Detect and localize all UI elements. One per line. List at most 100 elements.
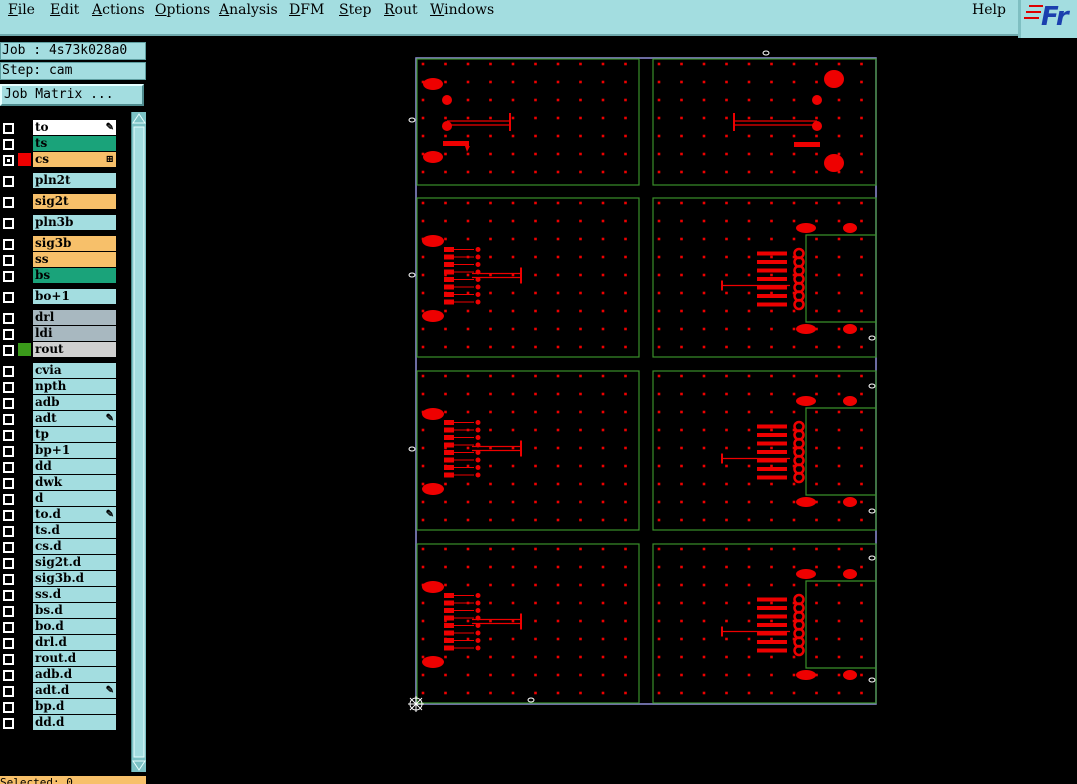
menu-step[interactable]: Step [339, 2, 371, 18]
layer-name[interactable]: dwk [33, 475, 116, 490]
layer-checkbox[interactable] [3, 414, 14, 425]
layer-name[interactable]: adt.d✎ [33, 683, 116, 698]
layer-name[interactable]: pln2t [33, 173, 116, 188]
layer-color-swatch[interactable] [18, 572, 31, 585]
layer-name[interactable]: drl [33, 310, 116, 325]
layer-name[interactable]: tp [33, 427, 116, 442]
layer-row-sig2t[interactable]: sig2t [0, 194, 117, 209]
layer-name[interactable]: bo+1 [33, 289, 116, 304]
layer-color-swatch[interactable] [18, 290, 31, 303]
layer-name[interactable]: rout.d [33, 651, 116, 666]
layer-color-swatch[interactable] [18, 269, 31, 282]
layer-name[interactable]: sig2t.d [33, 555, 116, 570]
layer-name[interactable]: pln3b [33, 215, 116, 230]
layer-name[interactable]: drl.d [33, 635, 116, 650]
layer-row-sig3b.d[interactable]: sig3b.d [0, 571, 117, 586]
layer-row-ss[interactable]: ss [0, 252, 117, 267]
layer-row-cvia[interactable]: cvia [0, 363, 117, 378]
layer-row-bs[interactable]: bs [0, 268, 117, 283]
layer-checkbox[interactable] [3, 255, 14, 266]
layer-color-swatch[interactable] [18, 380, 31, 393]
layer-name[interactable]: dd.d [33, 715, 116, 730]
layer-checkbox[interactable] [3, 176, 14, 187]
layer-name[interactable]: ldi [33, 326, 116, 341]
layer-name[interactable]: cvia [33, 363, 116, 378]
layer-color-swatch[interactable] [18, 556, 31, 569]
layer-row-dd.d[interactable]: dd.d [0, 715, 117, 730]
layer-name[interactable]: sig3b.d [33, 571, 116, 586]
layer-name[interactable]: adb [33, 395, 116, 410]
layer-color-swatch[interactable] [18, 343, 31, 356]
layer-checkbox[interactable] [3, 446, 14, 457]
graphic-canvas[interactable] [0, 0, 1077, 744]
layer-row-adb.d[interactable]: adb.d [0, 667, 117, 682]
job-matrix-button[interactable]: Job Matrix ... [0, 84, 144, 106]
layer-color-swatch[interactable] [18, 412, 31, 425]
layer-row-ss.d[interactable]: ss.d [0, 587, 117, 602]
layer-color-swatch[interactable] [18, 253, 31, 266]
layer-checkbox[interactable] [3, 271, 14, 282]
layer-checkbox[interactable] [3, 345, 14, 356]
layer-checkbox[interactable] [3, 398, 14, 409]
layer-name[interactable]: bp.d [33, 699, 116, 714]
menu-windows[interactable]: Windows [430, 2, 494, 18]
layer-row-tp[interactable]: tp [0, 427, 117, 442]
layer-color-swatch[interactable] [18, 153, 31, 166]
layer-color-swatch[interactable] [18, 327, 31, 340]
layer-checkbox[interactable] [3, 218, 14, 229]
layer-color-swatch[interactable] [18, 540, 31, 553]
layer-checkbox[interactable] [3, 686, 14, 697]
layer-row-bs.d[interactable]: bs.d [0, 603, 117, 618]
layer-color-swatch[interactable] [18, 428, 31, 441]
layer-name[interactable]: dd [33, 459, 116, 474]
layer-checkbox[interactable] [3, 478, 14, 489]
layer-row-ldi[interactable]: ldi [0, 326, 117, 341]
layer-row-bp+1[interactable]: bp+1 [0, 443, 117, 458]
layer-name[interactable]: to✎ [33, 120, 116, 135]
layer-checkbox[interactable] [3, 329, 14, 340]
layer-color-swatch[interactable] [18, 604, 31, 617]
layer-row-bo.d[interactable]: bo.d [0, 619, 117, 634]
layer-name[interactable]: bp+1 [33, 443, 116, 458]
layer-checkbox[interactable] [3, 718, 14, 729]
layer-color-swatch[interactable] [18, 444, 31, 457]
layer-name[interactable]: sig2t [33, 194, 116, 209]
layer-checkbox[interactable] [3, 526, 14, 537]
layer-checkbox[interactable] [3, 197, 14, 208]
layer-row-sig3b[interactable]: sig3b [0, 236, 117, 251]
layer-checkbox[interactable] [3, 239, 14, 250]
layer-row-dd[interactable]: dd [0, 459, 117, 474]
layer-checkbox[interactable] [3, 366, 14, 377]
layer-row-adb[interactable]: adb [0, 395, 117, 410]
layer-row-pln2t[interactable]: pln2t [0, 173, 117, 188]
layer-color-swatch[interactable] [18, 716, 31, 729]
layer-checkbox[interactable] [3, 510, 14, 521]
layer-row-to[interactable]: to✎ [0, 120, 117, 135]
layer-checkbox[interactable] [3, 313, 14, 324]
layer-checkbox[interactable] [3, 558, 14, 569]
layer-color-swatch[interactable] [18, 311, 31, 324]
layer-row-sig2t.d[interactable]: sig2t.d [0, 555, 117, 570]
layer-name[interactable]: ss.d [33, 587, 116, 602]
layer-row-adt[interactable]: adt✎ [0, 411, 117, 426]
layer-row-adt.d[interactable]: adt.d✎ [0, 683, 117, 698]
layer-checkbox[interactable] [3, 590, 14, 601]
layer-color-swatch[interactable] [18, 460, 31, 473]
layer-color-swatch[interactable] [18, 364, 31, 377]
layer-name[interactable]: adb.d [33, 667, 116, 682]
layer-checkbox[interactable] [3, 622, 14, 633]
layer-color-swatch[interactable] [18, 396, 31, 409]
layer-name[interactable]: bs.d [33, 603, 116, 618]
layer-color-swatch[interactable] [18, 195, 31, 208]
layer-name[interactable]: cs⊞ [33, 152, 116, 167]
layer-row-ts[interactable]: ts [0, 136, 117, 151]
layer-checkbox[interactable] [3, 702, 14, 713]
layer-checkbox[interactable] [3, 654, 14, 665]
layer-color-swatch[interactable] [18, 137, 31, 150]
layer-name[interactable]: bs [33, 268, 116, 283]
layer-color-swatch[interactable] [18, 524, 31, 537]
layer-name[interactable]: adt✎ [33, 411, 116, 426]
menu-edit[interactable]: Edit [50, 2, 79, 18]
layer-checkbox[interactable] [3, 155, 14, 166]
layer-color-swatch[interactable] [18, 620, 31, 633]
